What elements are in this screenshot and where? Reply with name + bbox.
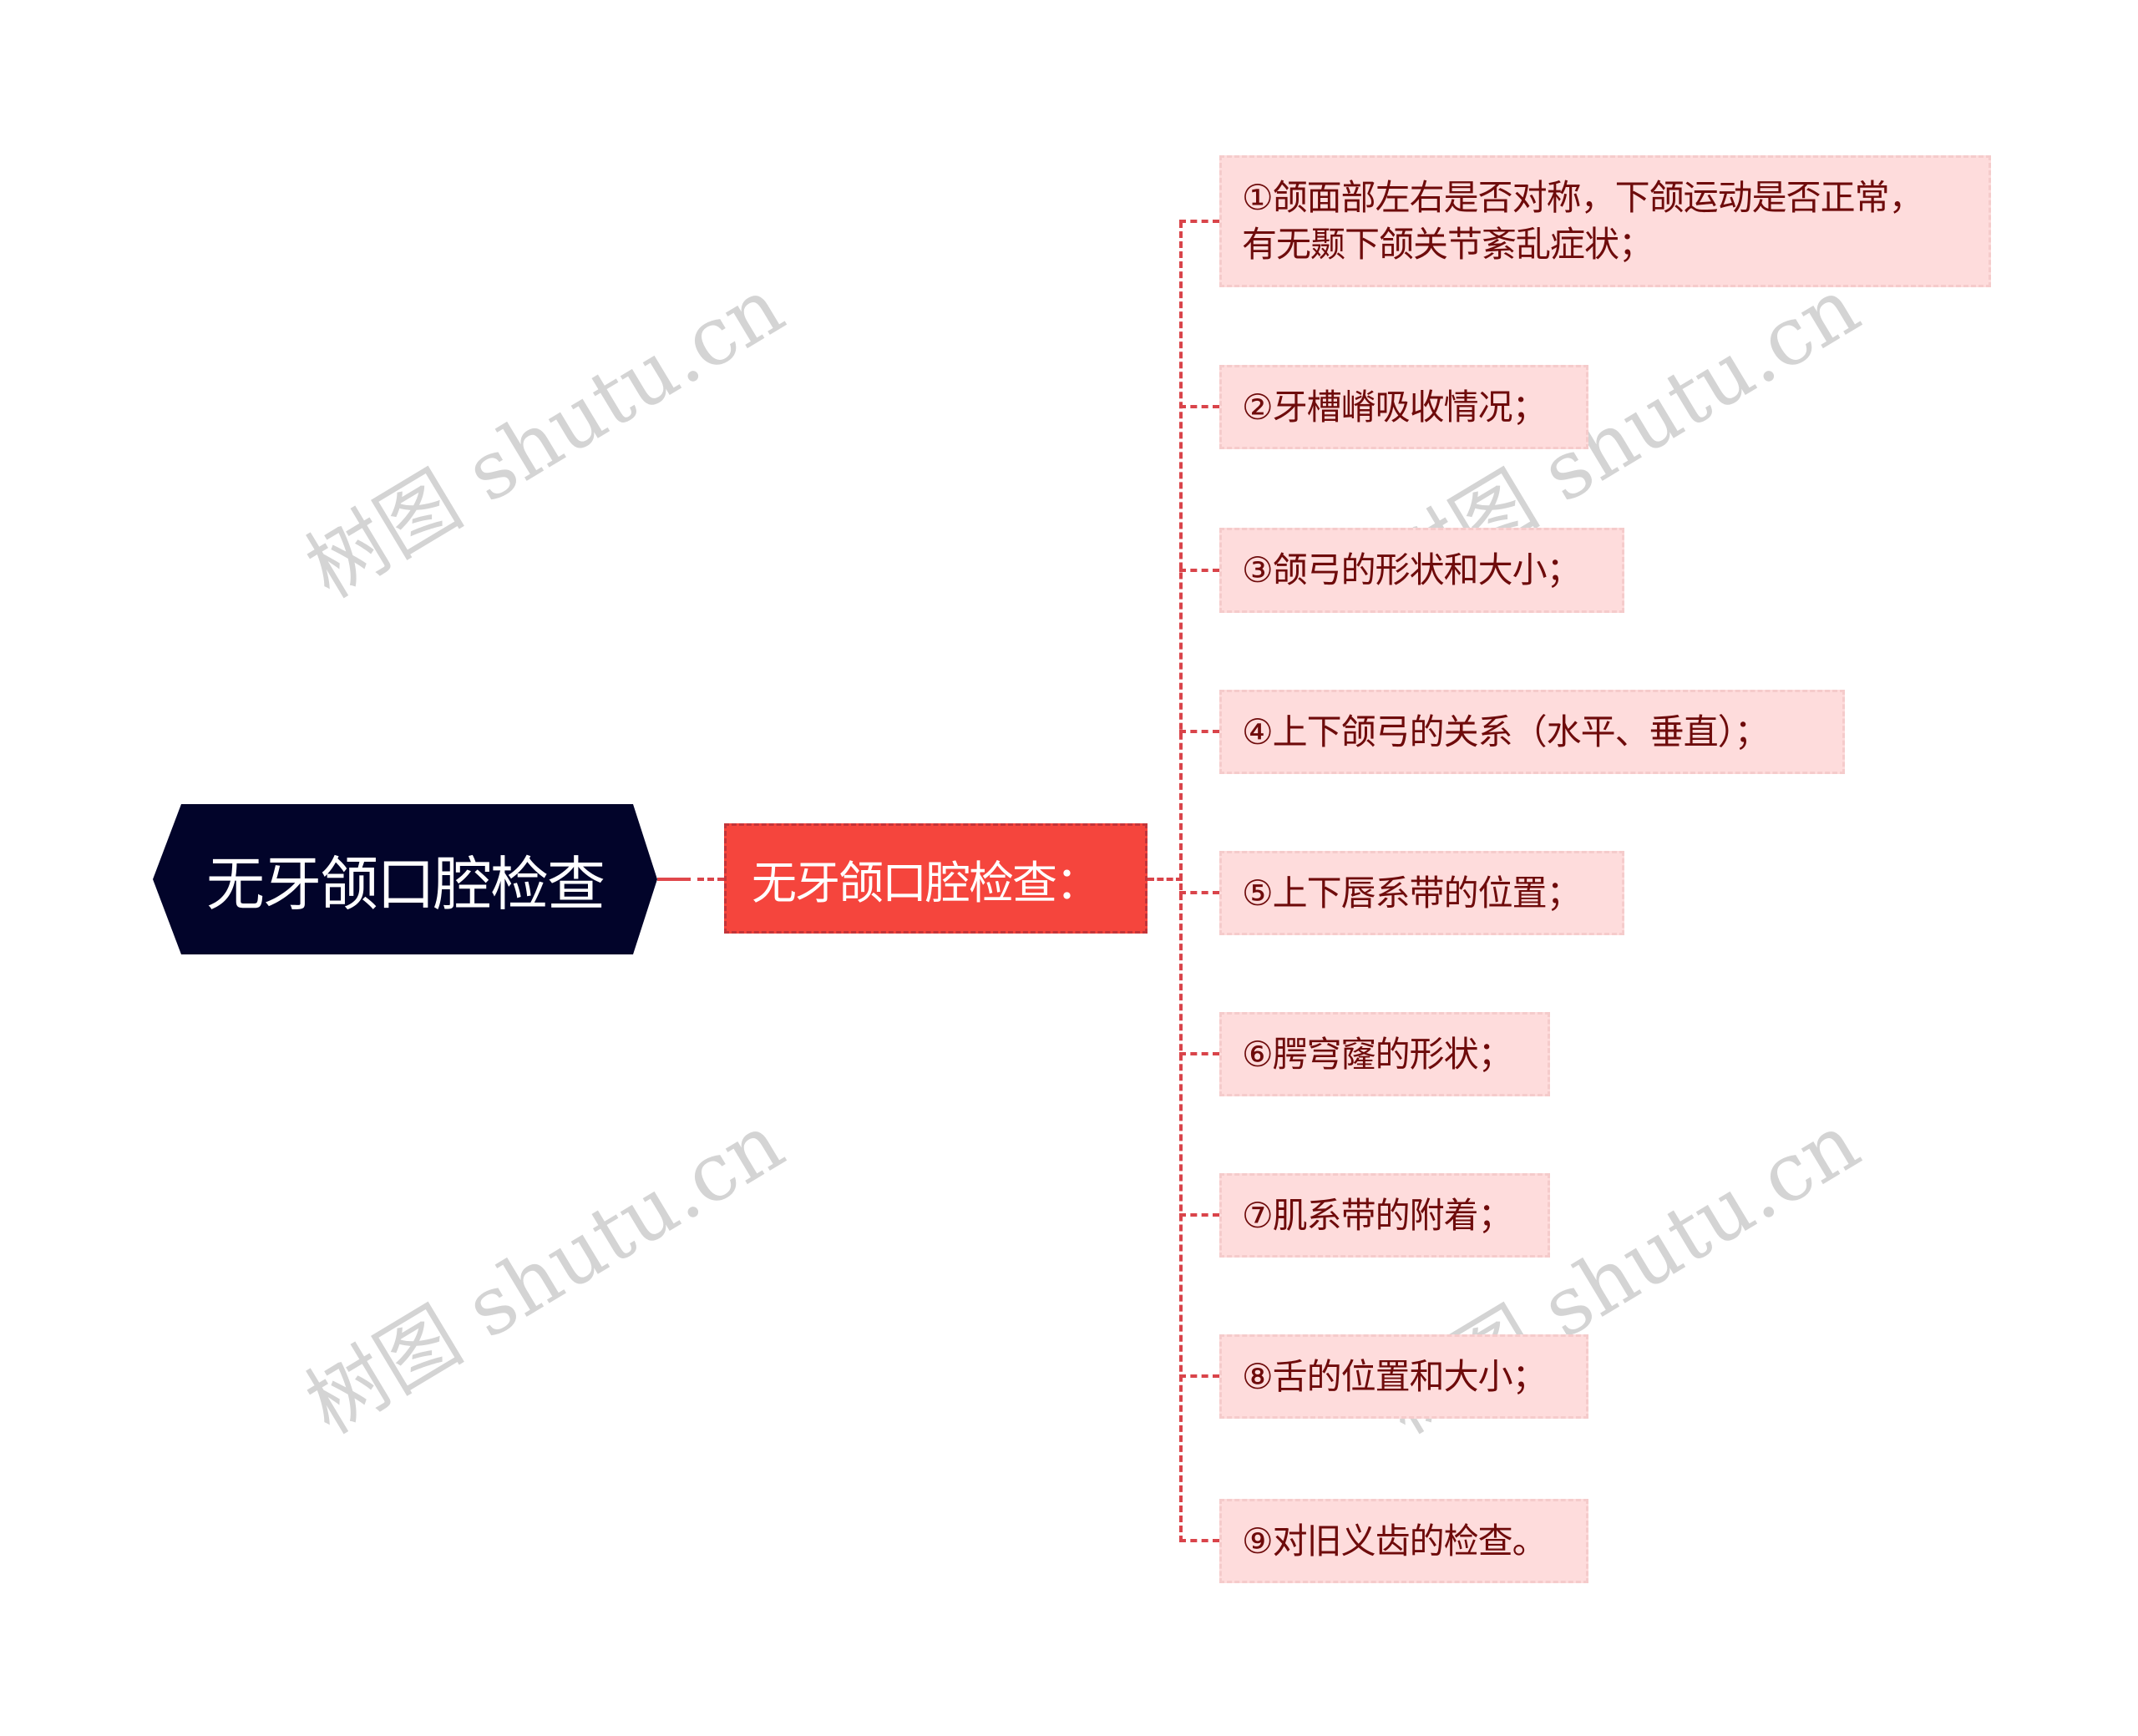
leaf-node-3[interactable]: ③颌弓的形状和大小； <box>1219 528 1624 613</box>
leaf-connector <box>1179 891 1219 894</box>
leaf-connector <box>1179 1374 1219 1378</box>
leaf-connector <box>1179 1052 1219 1055</box>
leaf-connector <box>1179 569 1219 572</box>
leaf-label: ③颌弓的形状和大小； <box>1242 549 1582 590</box>
branch-node-label: 无牙颌口腔检查： <box>752 856 1101 909</box>
leaf-connector <box>1179 220 1219 223</box>
leaf-label: ⑧舌的位置和大小； <box>1242 1355 1548 1397</box>
leaf-node-8[interactable]: ⑧舌的位置和大小； <box>1219 1334 1588 1419</box>
leaf-label: ④上下颌弓的关系（水平、垂直）； <box>1242 711 1770 752</box>
leaf-label: ①颌面部左右是否对称，下颌运动是否正常， 有无颞下颌关节紊乱症状； <box>1242 177 1924 265</box>
leaf-node-4[interactable]: ④上下颌弓的关系（水平、垂直）； <box>1219 690 1845 774</box>
leaf-connector <box>1179 405 1219 408</box>
leaf-node-1[interactable]: ①颌面部左右是否对称，下颌运动是否正常， 有无颞下颌关节紊乱症状； <box>1219 155 1991 287</box>
leaf-node-5[interactable]: ⑤上下唇系带的位置； <box>1219 851 1624 935</box>
leaf-label: ⑨对旧义齿的检查。 <box>1242 1520 1548 1561</box>
leaf-node-2[interactable]: ②牙槽嵴吸收情况； <box>1219 365 1588 449</box>
leaf-connector <box>1179 1213 1219 1217</box>
branch-trunk <box>1179 221 1183 1542</box>
leaf-label: ⑦肌系带的附着； <box>1242 1194 1513 1236</box>
root-connector-dash <box>697 878 724 881</box>
leaf-node-6[interactable]: ⑥腭穹窿的形状； <box>1219 1012 1550 1096</box>
leaf-label: ⑥腭穹窿的形状； <box>1242 1033 1513 1075</box>
leaf-label: ⑤上下唇系带的位置； <box>1242 872 1582 914</box>
branch-node[interactable]: 无牙颌口腔检查： <box>724 823 1148 934</box>
leaf-label: ②牙槽嵴吸收情况； <box>1242 386 1548 428</box>
watermark: 树图 shutu.cn <box>291 1095 799 1452</box>
root-node-label: 无牙颌口腔检查 <box>206 849 605 919</box>
leaf-connector <box>1179 730 1219 733</box>
watermark: 树图 shutu.cn <box>291 259 799 616</box>
root-node[interactable]: 无牙颌口腔检查 <box>153 804 657 954</box>
leaf-node-7[interactable]: ⑦肌系带的附着； <box>1219 1173 1550 1258</box>
leaf-connector <box>1179 1539 1219 1542</box>
branch-connector <box>1148 878 1183 881</box>
leaf-node-9[interactable]: ⑨对旧义齿的检查。 <box>1219 1499 1588 1583</box>
root-connector <box>657 878 691 881</box>
